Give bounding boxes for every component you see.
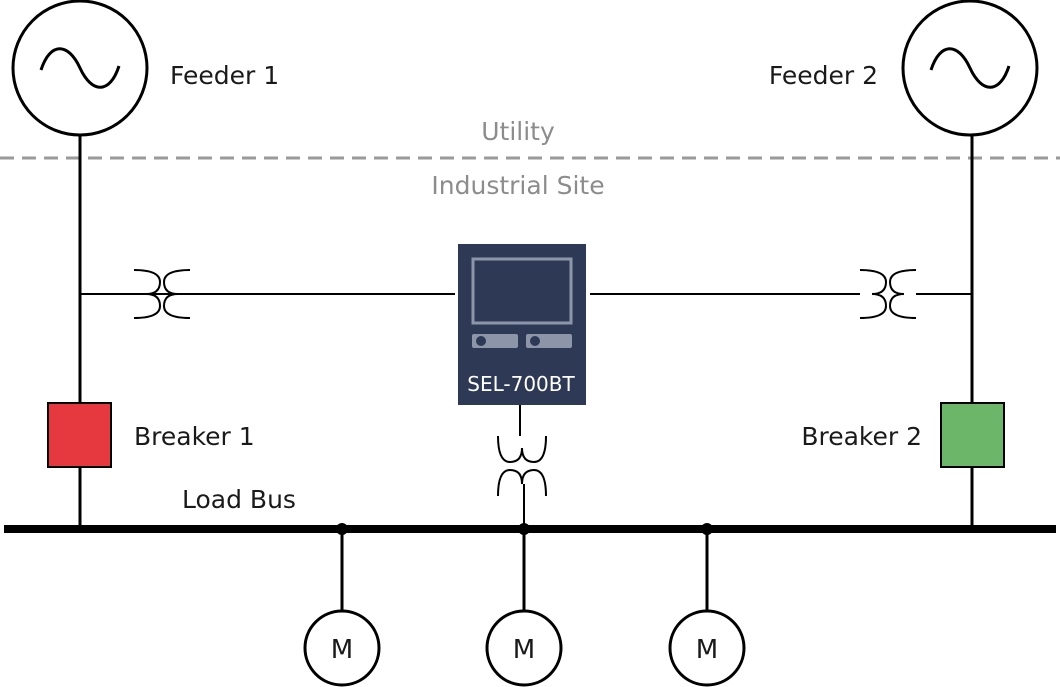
motor-1-label: M: [331, 635, 353, 665]
breaker-2-label: Breaker 2: [801, 422, 922, 451]
motor-2-icon: [485, 609, 563, 687]
relay-led-left: [474, 334, 488, 348]
sel-700bt-relay: SEL-700BT: [458, 244, 586, 405]
motor-2-label: M: [513, 635, 535, 665]
relay-led-right: [528, 334, 542, 348]
breaker-1-symbol: [47, 402, 112, 468]
utility-label: Utility: [481, 117, 555, 146]
motor-2-drop: M: [485, 523, 563, 687]
feeder-2-label: Feeder 2: [769, 61, 878, 90]
feeder-1-source-icon: [11, 0, 149, 137]
ct-1-current-transformer-icon: [133, 269, 191, 319]
ct-2-current-transformer-icon: [859, 269, 917, 319]
motor-1-icon: [303, 609, 381, 687]
industrial-site-label: Industrial Site: [431, 171, 604, 200]
feeder-2-source-icon: [901, 0, 1039, 137]
feeder-1-label: Feeder 1: [170, 61, 279, 90]
motor-3-label: M: [696, 635, 718, 665]
load-bus-label: Load Bus: [182, 485, 296, 514]
motor-3-drop: M: [668, 523, 746, 687]
motor-3-icon: [668, 609, 746, 687]
motor-1-drop: M: [303, 523, 381, 687]
breaker-2-symbol: [940, 402, 1005, 468]
relay-label: SEL-700BT: [467, 372, 575, 396]
breaker-1-label: Breaker 1: [134, 422, 255, 451]
voltage-transformer-icon: [497, 405, 547, 528]
relay-display-screen: [471, 257, 573, 325]
